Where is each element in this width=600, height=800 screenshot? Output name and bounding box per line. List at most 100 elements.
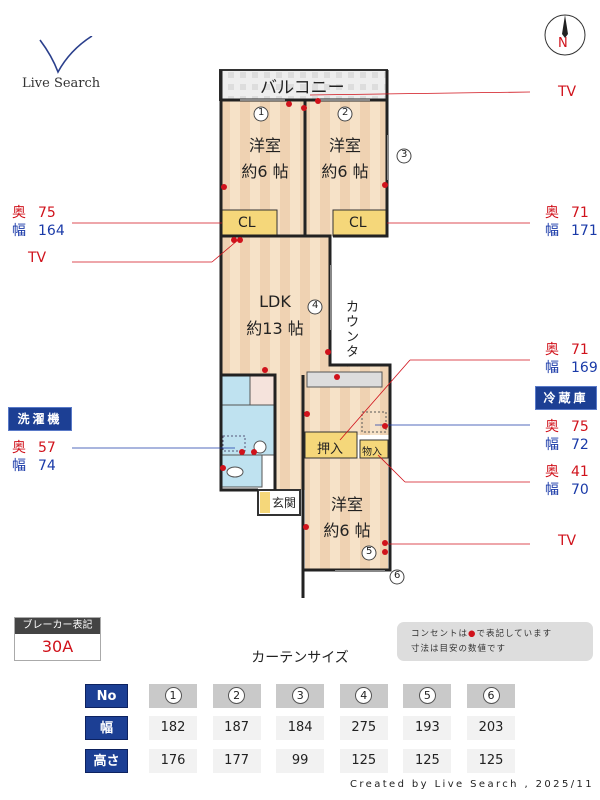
curtain-number-cell: 4 xyxy=(339,684,388,708)
room-name: 洋室 xyxy=(328,136,361,155)
depth-label: 奥 xyxy=(12,205,26,221)
logo-text: Live Search xyxy=(22,76,101,91)
window-number-1: 1 xyxy=(258,107,265,118)
width-value: 164 xyxy=(38,223,65,239)
curtain-number: 2 xyxy=(228,687,246,704)
window-number-markers xyxy=(253,106,412,585)
note-text: コンセントは xyxy=(411,629,469,639)
depth-value: 71 xyxy=(571,205,589,221)
curtain-number: 4 xyxy=(355,687,373,704)
width-value: 169 xyxy=(571,360,598,376)
room-size: 約6 帖 xyxy=(321,162,369,181)
curtain-title: カーテンサイズ xyxy=(251,650,349,666)
depth-value: 75 xyxy=(38,205,56,221)
counter-label: カウンター xyxy=(346,300,360,375)
monoire-label: 物入 xyxy=(362,447,382,458)
curtain-width-cell: 203 xyxy=(467,716,515,740)
room-name: LDK xyxy=(259,292,291,311)
depth-label: 奥 xyxy=(545,419,559,435)
compass: N xyxy=(543,12,587,58)
logo-mark xyxy=(39,35,93,74)
window-number-3: 3 xyxy=(401,149,408,160)
curtain-width-cell: 187 xyxy=(212,716,261,740)
closet-2-label: CL xyxy=(349,215,367,231)
shoe-box xyxy=(260,492,270,513)
room-size: 約13 帖 xyxy=(246,319,304,338)
room-size: 約6 帖 xyxy=(241,162,289,181)
compass-icon xyxy=(544,14,586,56)
row-header: 高さ xyxy=(85,749,128,773)
outlet-icon: ● xyxy=(468,629,477,639)
window-number-4: 4 xyxy=(312,300,319,311)
washroom xyxy=(219,404,276,456)
curtain-height-cell: 177 xyxy=(212,749,261,773)
toilet xyxy=(226,466,244,478)
curtain-number: 5 xyxy=(418,687,436,704)
leader-lines xyxy=(72,91,531,545)
curtain-height-cell: 125 xyxy=(467,749,515,773)
fridge-tag: 冷蔵庫 xyxy=(535,386,597,410)
ldk-label: LDK 約13 帖 xyxy=(235,288,315,342)
room-name: 洋室 xyxy=(248,136,281,155)
width-label: 幅 xyxy=(12,223,26,239)
window-number-6: 6 xyxy=(394,570,401,581)
room-name: 洋室 xyxy=(330,495,363,514)
curtain-width-cell: 184 xyxy=(276,716,325,740)
closet-1-label: CL xyxy=(238,215,256,231)
room-size: 約6 帖 xyxy=(323,521,371,540)
depth-value: 57 xyxy=(38,440,56,456)
counter-top xyxy=(306,371,383,388)
bath-room xyxy=(249,374,276,406)
curtain-number-cell: 6 xyxy=(467,684,515,708)
logo: Live Search xyxy=(22,35,112,91)
blue-leader-lines xyxy=(72,424,530,449)
washer-tag: 洗濯機 xyxy=(8,407,72,431)
depth-value: 75 xyxy=(571,419,589,435)
curtain-width-cell: 275 xyxy=(339,716,388,740)
room-1-label: 洋室約6 帖 xyxy=(230,133,300,185)
outlet-markers xyxy=(220,98,388,555)
depth-label: 奥 xyxy=(545,342,559,358)
north-label: N xyxy=(558,36,568,51)
note-text: 寸法は目安の数値です xyxy=(411,644,507,654)
width-value: 74 xyxy=(38,458,56,474)
curtain-height-cell: 125 xyxy=(339,749,388,773)
width-label: 幅 xyxy=(545,437,559,453)
width-label: 幅 xyxy=(545,482,559,498)
tv-left-label: TV xyxy=(28,250,47,266)
depth-value: 41 xyxy=(571,464,589,480)
width-value: 70 xyxy=(571,482,589,498)
curtain-number-cell: 3 xyxy=(276,684,325,708)
curtain-number-cell: 2 xyxy=(212,684,261,708)
credit: Created by Live Search , 2025/11 xyxy=(349,779,594,790)
curtain-height-cell: 125 xyxy=(403,749,452,773)
note-text: で表記しています xyxy=(476,629,553,639)
width-label: 幅 xyxy=(12,458,26,474)
width-value: 72 xyxy=(571,437,589,453)
washer-dimensions: 奥 57 幅 74 xyxy=(12,439,56,475)
monoire-box xyxy=(359,439,389,459)
fridge-space xyxy=(361,411,387,433)
windows xyxy=(240,99,389,572)
sink xyxy=(253,440,267,454)
tv-top-label: TV xyxy=(558,84,577,100)
curtain-width-cell: 182 xyxy=(149,716,197,740)
row-header: No xyxy=(85,684,128,708)
note-box: コンセントは●で表記しています 寸法は目安の数値です xyxy=(397,622,593,661)
curtain-number: 1 xyxy=(164,687,182,704)
window-number-5: 5 xyxy=(366,546,373,557)
curtain-width-cell: 193 xyxy=(403,716,452,740)
curtain-number: 6 xyxy=(482,687,500,704)
breaker-box: ブレーカー表記 30A xyxy=(14,617,101,661)
window-number-2: 2 xyxy=(342,107,349,118)
hallway xyxy=(275,375,305,490)
depth-label: 奥 xyxy=(12,440,26,456)
row-header: 幅 xyxy=(85,716,128,740)
tv-bottom-label: TV xyxy=(558,533,577,549)
curtain-number-cell: 5 xyxy=(403,684,452,708)
curtain-height-cell: 99 xyxy=(276,749,325,773)
width-value: 171 xyxy=(571,223,598,239)
breaker-value: 30A xyxy=(41,637,74,656)
